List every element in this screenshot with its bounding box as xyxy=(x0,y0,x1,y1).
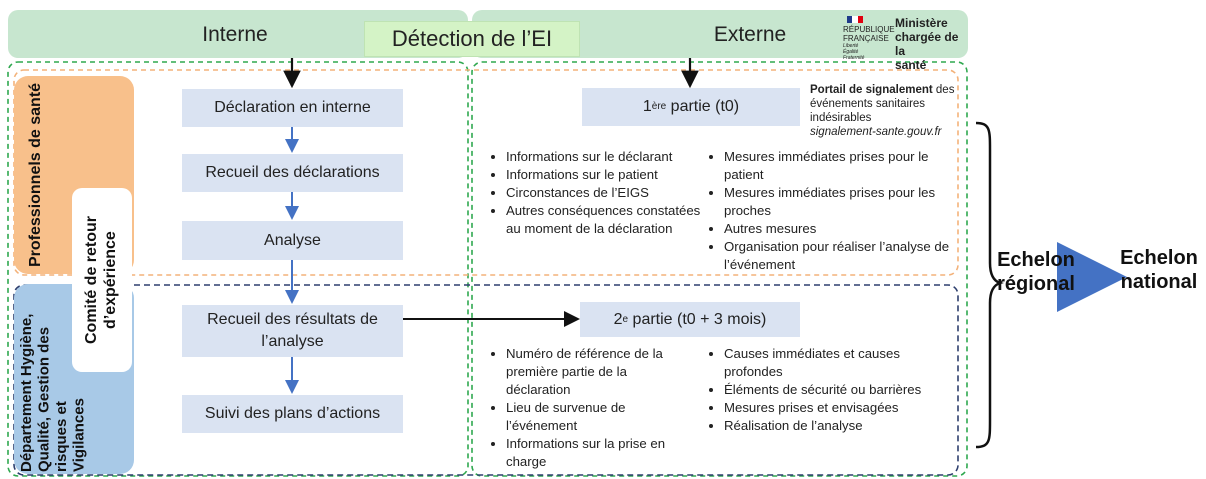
label-comite: Comité de retour d’expérience xyxy=(83,216,119,345)
echelon-regional: Echelon régional xyxy=(990,248,1082,296)
logo-republique: RÉPUBLIQUE xyxy=(843,25,895,34)
part1-label: partie (t0) xyxy=(666,98,740,115)
part2-left-list: Numéro de référence de la première parti… xyxy=(486,345,692,471)
header-interne-label: Interne xyxy=(202,23,268,46)
label-departement-4: Vigilances xyxy=(70,398,88,472)
list-item: Circonstances de l’EIGS xyxy=(506,184,702,202)
label-departement-3: risques et xyxy=(53,401,70,472)
list-item: Organisation pour réaliser l’analyse de … xyxy=(724,238,958,274)
part2-sup: e xyxy=(622,313,629,325)
portal-rest: des événements sanitaires indésirables xyxy=(810,84,955,124)
ministere-line-1: Ministère xyxy=(895,16,948,30)
part1-num: 1 xyxy=(642,98,652,115)
portal-url: signalement-sante.gouv.fr xyxy=(810,126,942,138)
list-item: Éléments de sécurité ou barrières xyxy=(724,381,958,399)
portal-note: Portail de signalement des événements sa… xyxy=(810,83,960,139)
step-declaration-interne: Déclaration en interne xyxy=(182,89,403,127)
detection-box: Détection de l’EI xyxy=(364,21,580,57)
logo-motto-3: Fraternité xyxy=(843,55,865,61)
label-departement-1: Département Hygiène, xyxy=(18,313,35,472)
portal-bold: Portail de signalement xyxy=(810,84,933,96)
comite-box xyxy=(72,188,132,372)
list-item: Informations sur le patient xyxy=(506,166,702,184)
externe-frame xyxy=(471,61,968,477)
label-departement: Département Hygiène, Qualité, Gestion de… xyxy=(18,288,88,472)
part1-sup: ère xyxy=(651,101,667,112)
part2-num: 2 xyxy=(613,310,623,328)
step-recueil-declarations: Recueil des déclarations xyxy=(182,154,403,192)
list-item: Autres conséquences constatées au moment… xyxy=(506,202,702,238)
echelon-regional-1: Echelon xyxy=(997,249,1075,271)
logo-francaise: FRANÇAISE xyxy=(843,34,889,43)
echelon-national: Echelon national xyxy=(1114,246,1204,294)
logo-motto-1: Liberté xyxy=(843,43,859,49)
part2-right-list: Causes immédiates et causes profondes Él… xyxy=(704,345,958,435)
ministry-logo: RÉPUBLIQUE FRANÇAISE Liberté Égalité Fra… xyxy=(843,14,958,72)
departement-frame xyxy=(13,284,959,476)
ministere-line-3: santé xyxy=(895,58,927,72)
list-item: Causes immédiates et causes profondes xyxy=(724,345,958,381)
list-item: Réalisation de l’analyse xyxy=(724,417,958,435)
list-item: Informations sur la prise en charge xyxy=(506,435,692,471)
label-professionnels-sante: Professionnels de santé xyxy=(27,82,44,268)
logo-motto-2: Égalité xyxy=(843,49,859,55)
echelon-national-2: national xyxy=(1120,271,1198,293)
header-externe-label: Externe xyxy=(713,23,787,46)
part1-left-list: Informations sur le déclarant Informatio… xyxy=(486,148,702,238)
list-item: Mesures prises et envisagées xyxy=(724,399,958,417)
echelon-national-1: Echelon xyxy=(1120,247,1198,269)
list-item: Informations sur le déclarant xyxy=(506,148,702,166)
list-item: Numéro de référence de la première parti… xyxy=(506,345,692,399)
step-recueil-resultats: Recueil des résultats de l’analyse xyxy=(182,305,403,357)
echelon-regional-2: régional xyxy=(997,273,1075,295)
ministere-line-2: chargée de la xyxy=(895,30,959,58)
list-item: Mesures immédiates prises pour le patien… xyxy=(724,148,958,184)
step-suivi-plans: Suivi des plans d’actions xyxy=(182,395,403,433)
interne-frame xyxy=(7,61,469,477)
list-item: Mesures immédiates prises pour les proch… xyxy=(724,184,958,220)
list-item: Autres mesures xyxy=(724,220,958,238)
part2-label: partie (t0 + 3 mois) xyxy=(628,310,767,328)
step-analyse: Analyse xyxy=(182,221,403,260)
label-departement-2: Qualité, Gestion des xyxy=(35,326,53,472)
part1-right-list: Mesures immédiates prises pour le patien… xyxy=(704,148,958,274)
list-item: Lieu de survenue de l’événement xyxy=(506,399,692,435)
marianne-flag-icon xyxy=(847,16,863,23)
echelon-brace xyxy=(975,121,1004,449)
